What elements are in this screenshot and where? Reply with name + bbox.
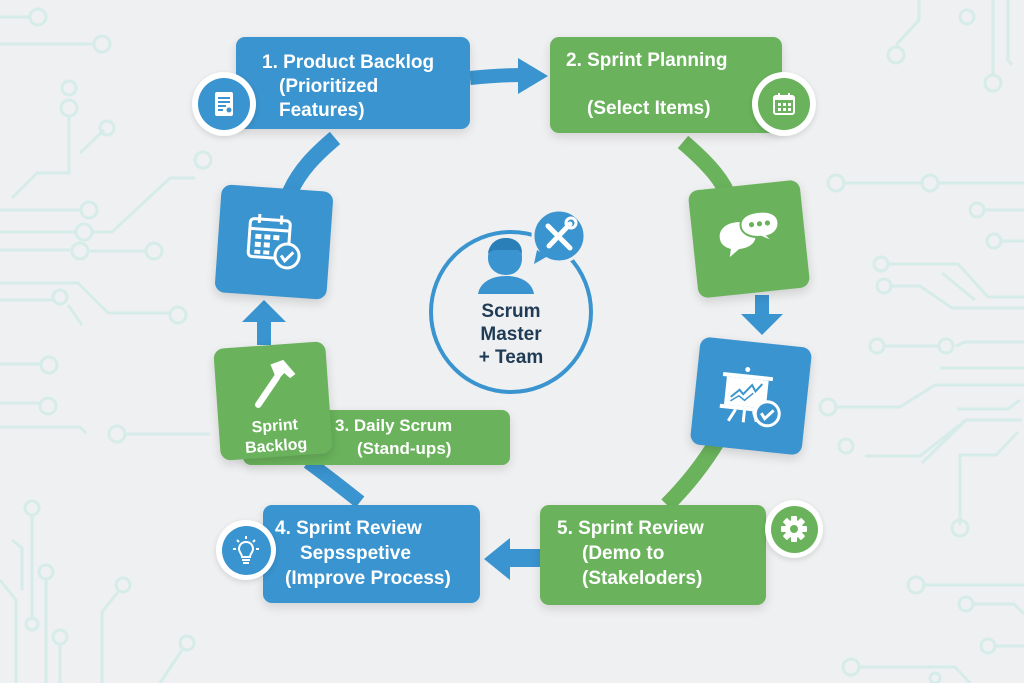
step-subtitle: Features) (279, 100, 365, 121)
step-subtitle: (Stakeloders) (582, 568, 703, 589)
connector-backlog-to-planning (469, 68, 523, 85)
document-icon (215, 92, 233, 116)
hammer-icon (255, 359, 296, 408)
connector-calendar-to-backlog (282, 131, 341, 196)
sprint-review-badge (765, 500, 823, 558)
center-line: Master (480, 324, 542, 345)
center-line: + Team (478, 347, 544, 368)
step-sprint-review[interactable]: 5. Sprint Review (Demo to (Stakeloders) (540, 505, 766, 605)
tile-presentation[interactable] (689, 336, 813, 456)
step-subtitle: Sepsspetive (300, 543, 411, 564)
sprint-planning-badge (752, 72, 816, 136)
connector-retro-to-daily (303, 456, 365, 508)
step-product-backlog[interactable]: 1. Product Backlog (Prioritized Features… (236, 37, 470, 129)
step-title: 5. Sprint Review (557, 518, 704, 539)
lightbulb-icon (233, 536, 259, 564)
step-sprint-retrospective[interactable]: 4. Sprint Review Sepsspetive (Improve Pr… (263, 505, 480, 603)
presentation-chart-icon (719, 367, 781, 428)
step-sprint-planning[interactable]: 2. Sprint Planning (Select Items) (550, 37, 782, 133)
arrow-to-presentation (741, 314, 783, 335)
tile-sprint-backlog[interactable]: Sprint Backlog (213, 341, 333, 461)
arrow-to-planning (518, 58, 548, 94)
step-title: 1. Product Backlog (262, 52, 435, 73)
calendar-check-icon (246, 213, 301, 270)
step-subtitle: (Select Items) (587, 98, 711, 119)
step-subtitle: (Demo to (582, 543, 665, 564)
arrow-to-calendar (242, 300, 286, 322)
chat-bubbles-icon (719, 210, 780, 258)
tile-chat[interactable] (687, 179, 811, 299)
gear-icon (781, 516, 807, 542)
connector-presentation-to-review (661, 435, 725, 511)
step-title: 2. Sprint Planning (566, 50, 728, 71)
step-title: 3. Daily Scrum (335, 416, 453, 435)
center-line: Scrum (481, 301, 541, 322)
step-subtitle: (Prioritized (279, 76, 379, 97)
center-label: Scrum Master + Team (451, 300, 571, 369)
calendar-icon (773, 93, 795, 115)
step-subtitle: (Stand-ups) (357, 439, 452, 458)
step-title: 4. Sprint Review (275, 518, 422, 539)
tile-calendar-check[interactable] (214, 184, 334, 300)
center-ring (429, 230, 593, 394)
product-backlog-badge (192, 72, 256, 136)
step-subtitle: (Improve Process) (285, 568, 451, 589)
retrospective-badge (216, 520, 276, 580)
arrow-to-retro (484, 538, 510, 580)
